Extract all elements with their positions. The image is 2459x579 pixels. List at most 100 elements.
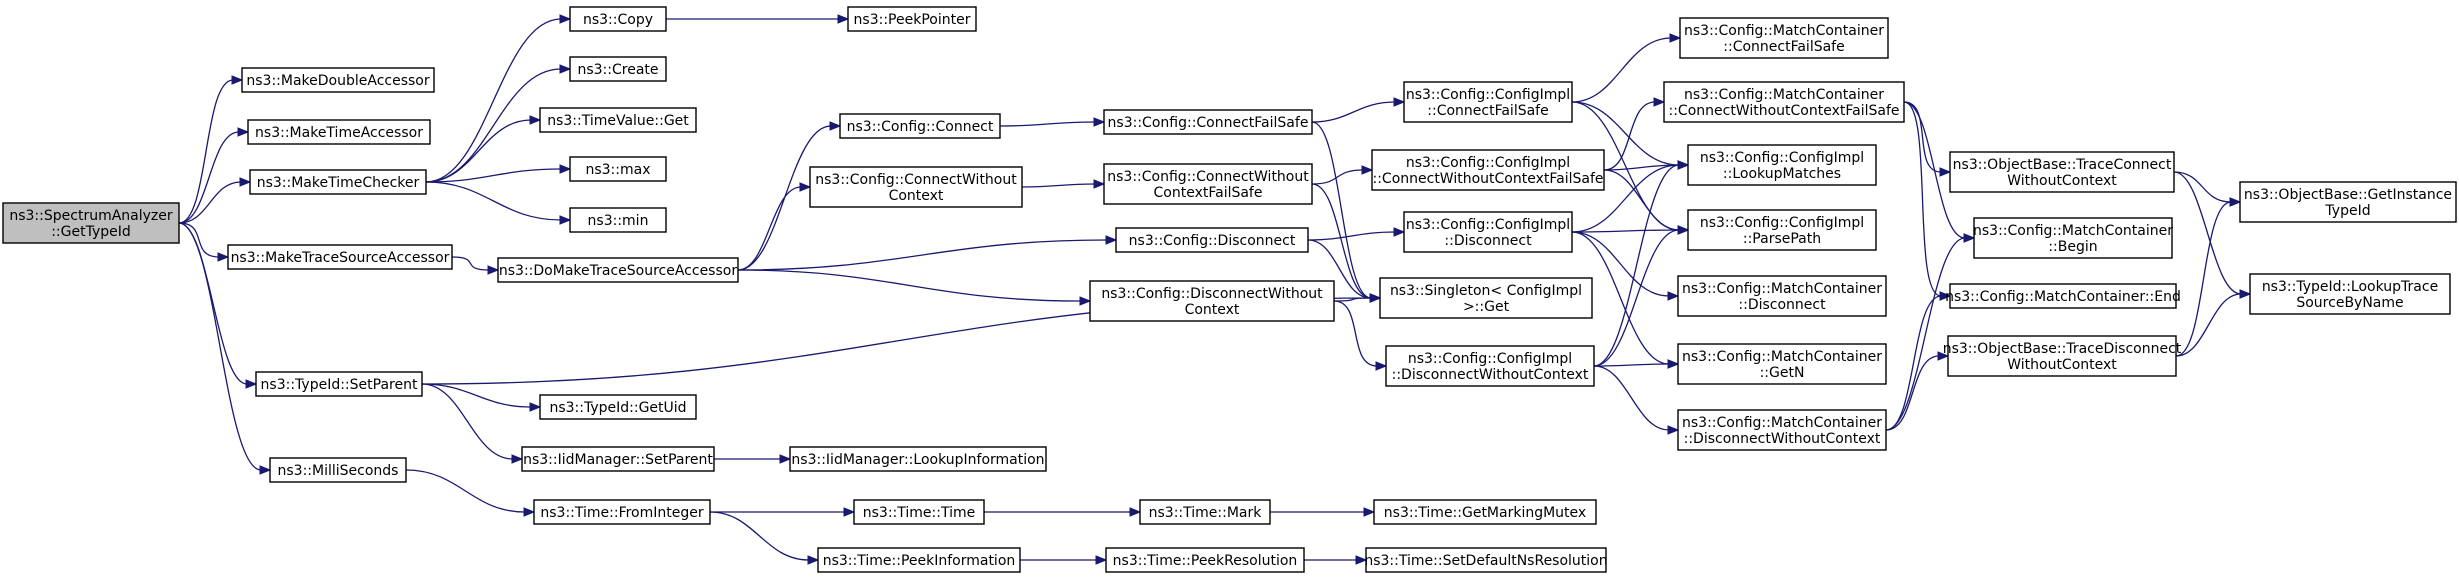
node-box[interactable] <box>247 119 431 145</box>
node-box[interactable] <box>1687 209 1877 251</box>
graph-node-mcgetn[interactable]: ns3::Config::MatchContainer::GetN <box>1677 343 1887 385</box>
graph-node-getuid[interactable]: ns3::TypeId::GetUid <box>539 394 697 420</box>
node-box[interactable] <box>1687 144 1877 186</box>
node-label: ns3::Config::ConfigImpl <box>1408 351 1572 367</box>
node-box[interactable] <box>1679 17 1889 59</box>
node-box[interactable] <box>1115 227 1309 253</box>
node-box[interactable] <box>2 202 180 244</box>
graph-node-mark[interactable]: ns3::Time::Mark <box>1139 499 1271 525</box>
node-box[interactable] <box>1139 499 1271 525</box>
graph-node-timetime[interactable]: ns3::Time::Time <box>853 499 985 525</box>
node-box[interactable] <box>853 499 985 525</box>
node-box[interactable] <box>1677 409 1887 451</box>
graph-node-peekptr[interactable]: ns3::PeekPointer <box>847 6 977 32</box>
node-box[interactable] <box>817 547 1021 573</box>
node-box[interactable] <box>533 499 711 525</box>
node-box[interactable] <box>1365 547 1607 573</box>
graph-node-mcbegin[interactable]: ns3::Config::MatchContainer::Begin <box>1973 217 2173 259</box>
graph-node-peekres[interactable]: ns3::Time::PeekResolution <box>1105 547 1305 573</box>
graph-node-mktrace[interactable]: ns3::MakeTraceSourceAccessor <box>227 244 453 270</box>
graph-node-mcdiscwo[interactable]: ns3::Config::MatchContainer::DisconnectW… <box>1677 409 1887 451</box>
graph-node-cfgdiscwo[interactable]: ns3::Config::DisconnectWithoutContext <box>1089 280 1335 322</box>
node-box[interactable] <box>1403 81 1573 123</box>
graph-node-implconnwofs[interactable]: ns3::Config::ConfigImpl::ConnectWithoutC… <box>1371 149 1605 191</box>
node-box[interactable] <box>1949 283 2177 309</box>
graph-node-mcdisc[interactable]: ns3::Config::MatchContainer::Disconnect <box>1677 275 1887 317</box>
graph-node-mktimechk[interactable]: ns3::MakeTimeChecker <box>249 169 427 195</box>
graph-node-mcconnfs[interactable]: ns3::Config::MatchContainer::ConnectFail… <box>1679 17 1889 59</box>
node-box[interactable] <box>839 113 1001 139</box>
graph-node-mcend[interactable]: ns3::Config::MatchContainer::End <box>1945 283 2181 309</box>
node-box[interactable] <box>255 371 423 397</box>
graph-node-min[interactable]: ns3::min <box>569 207 667 233</box>
node-label: SourceByName <box>2296 295 2403 311</box>
node-box[interactable] <box>569 156 667 182</box>
node-box[interactable] <box>1103 163 1313 205</box>
graph-node-lookupmatches[interactable]: ns3::Config::ConfigImpl::LookupMatches <box>1687 144 1877 186</box>
node-box[interactable] <box>269 457 407 483</box>
graph-node-cfgconnect[interactable]: ns3::Config::Connect <box>839 113 1001 139</box>
node-box[interactable] <box>1379 277 1593 319</box>
graph-node-setdefault[interactable]: ns3::Time::SetDefaultNsResolution <box>1364 547 1608 573</box>
graph-node-impldiscwo[interactable]: ns3::Config::ConfigImpl::DisconnectWitho… <box>1385 345 1595 387</box>
node-box[interactable] <box>241 67 435 93</box>
graph-node-mktimeacc[interactable]: ns3::MakeTimeAccessor <box>247 119 431 145</box>
graph-node-root[interactable]: ns3::SpectrumAnalyzer::GetTypeId <box>2 202 180 244</box>
graph-node-setparent[interactable]: ns3::TypeId::SetParent <box>255 371 423 397</box>
node-box[interactable] <box>1373 499 1597 525</box>
node-box[interactable] <box>569 6 667 32</box>
graph-node-obtracedisc[interactable]: ns3::ObjectBase::TraceDisconnectWithoutC… <box>1943 335 2182 377</box>
graph-node-copy[interactable]: ns3::Copy <box>569 6 667 32</box>
node-box[interactable] <box>569 207 667 233</box>
graph-node-create[interactable]: ns3::Create <box>569 56 667 82</box>
node-box[interactable] <box>1089 280 1335 322</box>
node-box[interactable] <box>497 257 739 283</box>
graph-node-cfgdisconnect[interactable]: ns3::Config::Disconnect <box>1115 227 1309 253</box>
node-box[interactable] <box>1403 211 1573 253</box>
graph-node-mkdouble[interactable]: ns3::MakeDoubleAccessor <box>241 67 435 93</box>
node-box[interactable] <box>1973 217 2173 259</box>
node-box[interactable] <box>539 394 697 420</box>
node-box[interactable] <box>1105 547 1305 573</box>
graph-node-fromint[interactable]: ns3::Time::FromInteger <box>533 499 711 525</box>
graph-node-parsepath[interactable]: ns3::Config::ConfigImpl::ParsePath <box>1687 209 1877 251</box>
graph-node-peekinfo[interactable]: ns3::Time::PeekInformation <box>817 547 1021 573</box>
node-box[interactable] <box>1949 151 2175 193</box>
graph-node-timevalget[interactable]: ns3::TimeValue::Get <box>539 107 697 133</box>
node-box[interactable] <box>521 446 715 472</box>
node-box[interactable] <box>539 107 697 133</box>
node-box[interactable] <box>249 169 427 195</box>
graph-node-iidsetparent[interactable]: ns3::IidManager::SetParent <box>521 446 715 472</box>
graph-node-implconnfs[interactable]: ns3::Config::ConfigImpl::ConnectFailSafe <box>1403 81 1573 123</box>
node-box[interactable] <box>1371 149 1605 191</box>
graph-node-obtraceconn[interactable]: ns3::ObjectBase::TraceConnectWithoutCont… <box>1949 151 2175 193</box>
node-box[interactable] <box>1677 275 1887 317</box>
graph-node-domaketrace[interactable]: ns3::DoMakeTraceSourceAccessor <box>497 257 739 283</box>
graph-node-cfgconnfs[interactable]: ns3::Config::ConnectFailSafe <box>1103 109 1313 135</box>
node-box[interactable] <box>2239 181 2457 223</box>
node-box[interactable] <box>2249 273 2451 315</box>
node-box[interactable] <box>569 56 667 82</box>
node-box[interactable] <box>1677 343 1887 385</box>
call-edge <box>1885 295 1942 431</box>
node-box[interactable] <box>1385 345 1595 387</box>
graph-node-mcconnwofs[interactable]: ns3::Config::MatchContainer::ConnectWith… <box>1663 81 1905 123</box>
node-box[interactable] <box>1947 335 2177 377</box>
node-box[interactable] <box>809 166 1023 208</box>
call-edge <box>1021 183 1096 188</box>
node-box[interactable] <box>789 446 1047 472</box>
graph-node-cfgconnwo[interactable]: ns3::Config::ConnectWithoutContext <box>809 166 1023 208</box>
graph-node-max[interactable]: ns3::max <box>569 156 667 182</box>
graph-node-cfgconnwofs[interactable]: ns3::Config::ConnectWithoutContextFailSa… <box>1103 163 1313 205</box>
graph-node-singleton[interactable]: ns3::Singleton< ConfigImpl >::Get <box>1379 277 1593 319</box>
graph-node-millis[interactable]: ns3::MilliSeconds <box>269 457 407 483</box>
node-box[interactable] <box>227 244 453 270</box>
graph-node-iidlookup[interactable]: ns3::IidManager::LookupInformation <box>789 446 1047 472</box>
node-box[interactable] <box>1663 81 1905 123</box>
node-box[interactable] <box>847 6 977 32</box>
node-box[interactable] <box>1103 109 1313 135</box>
graph-node-getmarking[interactable]: ns3::Time::GetMarkingMutex <box>1373 499 1597 525</box>
graph-node-impldisc[interactable]: ns3::Config::ConfigImpl::Disconnect <box>1403 211 1573 253</box>
